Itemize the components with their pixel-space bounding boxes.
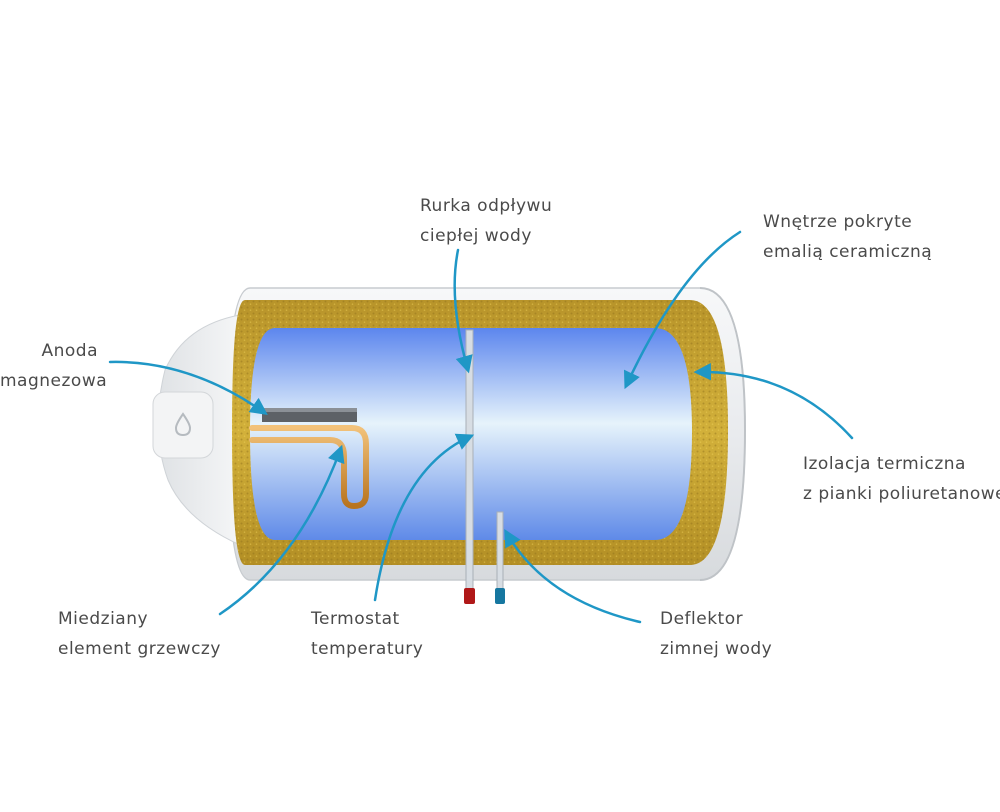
label-thermostat: Termostat temperatury [311, 604, 423, 664]
label-insulation-line1: Izolacja termiczna [803, 454, 966, 474]
arrow-anode [108, 360, 268, 416]
label-deflector-line1: Deflektor [660, 609, 744, 629]
label-insulation: Izolacja termiczna z pianki poliuretanow… [803, 449, 1000, 509]
arrow-thermostat [373, 433, 475, 602]
magnesium-anode [262, 408, 357, 422]
arrow-heater [218, 444, 345, 616]
droplet-icon [174, 412, 192, 437]
label-outflow-pipe-line1: Rurka odpływu [420, 196, 553, 216]
label-enamel: Wnętrze pokryte emalią ceramiczną [763, 207, 932, 267]
label-anode: Anoda magnezowa [0, 336, 108, 396]
arrow-enamel [623, 230, 742, 390]
cold-water-deflector-pipe [495, 511, 505, 604]
label-outflow-pipe: Rurka odpływu ciepłej wody [420, 191, 552, 251]
label-enamel-line1: Wnętrze pokryte [763, 212, 913, 232]
control-cap [152, 314, 241, 546]
arrow-outflow-pipe [453, 248, 473, 374]
label-anode-line1: Anoda [41, 341, 98, 361]
label-insulation-line2: z pianki poliuretanowej [803, 484, 1000, 504]
label-heater-line2: element grzewczy [58, 639, 221, 659]
arrow-insulation [693, 362, 854, 440]
label-thermostat-line2: temperatury [311, 639, 424, 659]
label-deflector: Deflektor zimnej wody [660, 604, 772, 664]
label-enamel-line2: emalią ceramiczną [763, 242, 933, 262]
label-heater-line1: Miedziany [58, 609, 149, 629]
label-anode-line2: magnezowa [0, 371, 108, 391]
hot-water-outflow-pipe [464, 329, 475, 604]
label-outflow-pipe-line2: ciepłej wody [420, 226, 532, 246]
label-deflector-line2: zimnej wody [660, 639, 773, 659]
label-thermostat-line1: Termostat [311, 609, 400, 629]
label-heater: Miedziany element grzewczy [58, 604, 221, 664]
arrow-deflector [504, 528, 642, 624]
